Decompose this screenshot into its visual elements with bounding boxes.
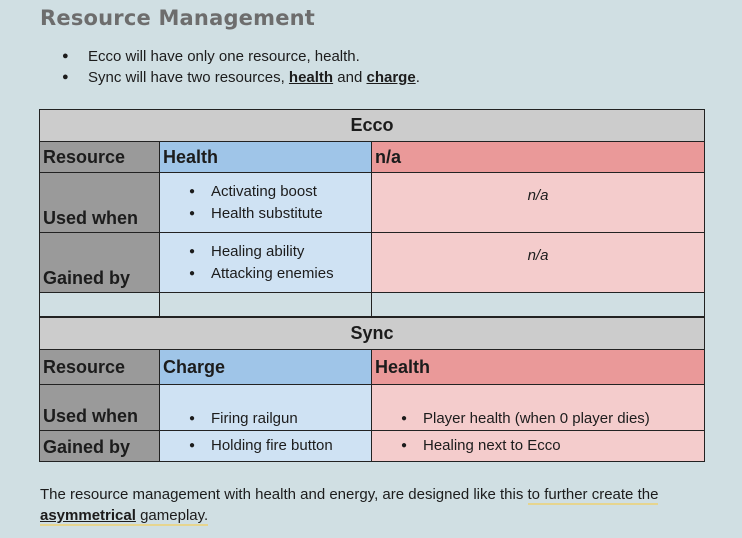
- asymmetrical-link[interactable]: asymmetrical: [40, 507, 136, 526]
- intro-item-text: Sync will have two resources,: [88, 69, 289, 86]
- used-when-label: Used when: [39, 172, 160, 233]
- intro-item-text: and: [333, 69, 367, 86]
- list-item: Health substitute: [189, 203, 368, 225]
- ecco-used-when-na: n/a: [371, 172, 705, 233]
- sync-gained-by-health-cell: Healing next to Ecco: [371, 430, 705, 462]
- list-item: Activating boost: [189, 181, 368, 203]
- ecco-table-title: Ecco: [39, 109, 705, 142]
- list-item: Holding fire button: [189, 435, 368, 457]
- intro-list: Ecco will have only one resource, health…: [62, 46, 420, 88]
- sync-col2-header: Health: [371, 349, 705, 385]
- gained-by-label: Gained by: [39, 430, 160, 462]
- sync-col1-header: Charge: [159, 349, 372, 385]
- list-item: Attacking enemies: [189, 263, 368, 285]
- list-item: Firing railgun: [189, 408, 368, 430]
- resource-label: Resource: [39, 141, 160, 173]
- table-spacer-row: [39, 292, 705, 317]
- ecco-gained-by-cell: Healing ability Attacking enemies: [159, 232, 372, 293]
- ecco-col2-header: n/a: [371, 141, 705, 173]
- intro-item-text: Ecco will have only one resource, health…: [88, 48, 360, 65]
- ecco-gained-by-na: n/a: [371, 232, 705, 293]
- footer-highlight: gameplay.: [135, 507, 209, 526]
- sync-gained-by-cell: Holding fire button: [159, 430, 372, 462]
- footer-text: The resource management with health and …: [40, 486, 528, 503]
- footer-paragraph: The resource management with health and …: [40, 484, 710, 526]
- footer-highlight: to further create the: [527, 486, 659, 505]
- sync-used-when-cell: Firing railgun: [159, 384, 372, 431]
- charge-link[interactable]: charge: [366, 69, 416, 86]
- ecco-used-when-cell: Activating boost Health substitute: [159, 172, 372, 233]
- ecco-table: Ecco Resource Health n/a Used when Activ…: [39, 109, 705, 317]
- sync-table: Sync Resource Charge Health Used when Fi…: [39, 317, 705, 462]
- list-item: Healing next to Ecco: [401, 435, 701, 457]
- intro-item-text: .: [415, 69, 420, 86]
- ecco-col1-header: Health: [159, 141, 372, 173]
- health-link[interactable]: health: [288, 69, 334, 86]
- sync-table-title: Sync: [39, 317, 705, 350]
- intro-item: Sync will have two resources, health and…: [62, 67, 420, 88]
- list-item: Player health (when 0 player dies): [401, 408, 701, 430]
- resource-label: Resource: [39, 349, 160, 385]
- page-title: Resource Management: [40, 6, 316, 30]
- used-when-label: Used when: [39, 384, 160, 431]
- sync-used-when-health-cell: Player health (when 0 player dies): [371, 384, 705, 431]
- list-item: Healing ability: [189, 241, 368, 263]
- intro-item: Ecco will have only one resource, health…: [62, 46, 420, 67]
- gained-by-label: Gained by: [39, 232, 160, 293]
